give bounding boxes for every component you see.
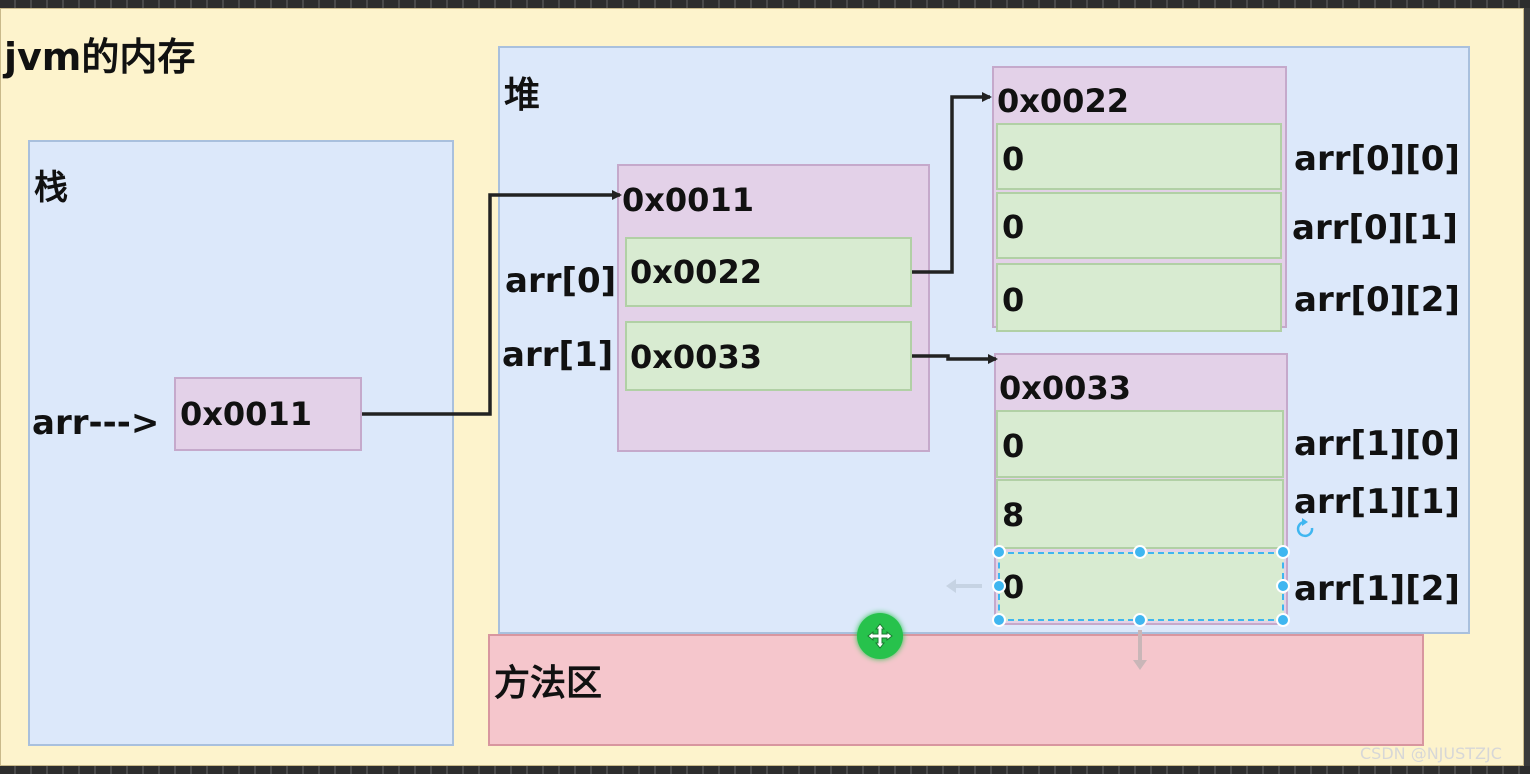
move-cursor-icon: [857, 613, 903, 659]
inner-0-cell-1-value: 0: [1002, 208, 1025, 246]
resize-handle-ne[interactable]: [1276, 545, 1290, 559]
resize-handle-s[interactable]: [1133, 613, 1147, 627]
outer-slot-0-label: arr[0]: [505, 261, 617, 301]
inner-0-cell-2[interactable]: [996, 263, 1282, 332]
inner-1-cell-0-value: 0: [1002, 427, 1025, 465]
arrow-stack-to-outer: [362, 190, 622, 416]
arrow-slot0-to-inner0: [912, 92, 992, 274]
inner-0-cell-1[interactable]: [996, 192, 1282, 259]
stack-var-value: 0x0011: [180, 395, 312, 433]
inner-0-cell-1-label: arr[0][1]: [1292, 208, 1458, 248]
inner-1-cell-2-value: 0: [1002, 568, 1025, 606]
inner-1-cell-0-label: arr[1][0]: [1294, 424, 1460, 464]
heap-title: 堆: [504, 75, 541, 116]
inner-array-0-address: 0x0022: [997, 82, 1129, 120]
watermark: CSDN @NJUSTZJC: [1360, 744, 1502, 763]
diagram-title: jvm的内存: [4, 35, 196, 79]
outer-array-address: 0x0011: [622, 181, 754, 219]
move-guide-left-head: [946, 579, 956, 593]
outer-slot-1[interactable]: [625, 321, 912, 391]
rotate-handle-icon: [1296, 520, 1314, 538]
resize-handle-n[interactable]: [1133, 545, 1147, 559]
stack-var-label: arr--->: [32, 403, 160, 443]
inner-0-cell-2-label: arr[0][2]: [1294, 280, 1460, 320]
inner-1-cell-1-value: 8: [1002, 496, 1025, 534]
outer-slot-0[interactable]: [625, 237, 912, 307]
inner-1-cell-2-label: arr[1][2]: [1294, 569, 1460, 609]
resize-handle-w[interactable]: [992, 579, 1006, 593]
inner-0-cell-0-value: 0: [1002, 140, 1025, 178]
inner-0-cell-0[interactable]: [996, 123, 1282, 190]
outer-slot-1-label: arr[1]: [502, 335, 614, 375]
method-area-title: 方法区: [494, 663, 603, 704]
outer-array-object[interactable]: [617, 164, 930, 452]
outer-slot-1-value: 0x0033: [630, 338, 762, 376]
inner-1-cell-0[interactable]: [996, 410, 1284, 478]
bottom-border: [0, 766, 1530, 774]
stack-var-box[interactable]: [174, 377, 362, 451]
inner-0-cell-2-value: 0: [1002, 281, 1025, 319]
move-guide-down-head: [1133, 660, 1147, 670]
method-area-region[interactable]: [488, 634, 1424, 746]
stack-title: 栈: [34, 168, 68, 208]
resize-handle-nw[interactable]: [992, 545, 1006, 559]
outer-slot-0-value: 0x0022: [630, 253, 762, 291]
resize-handle-se[interactable]: [1276, 613, 1290, 627]
resize-handle-sw[interactable]: [992, 613, 1006, 627]
top-border: [0, 0, 1530, 8]
inner-array-1-address: 0x0033: [999, 369, 1131, 407]
inner-1-cell-1-label: arr[1][1]: [1294, 482, 1460, 522]
arrow-slot1-to-inner1: [912, 354, 998, 364]
resize-handle-e[interactable]: [1276, 579, 1290, 593]
inner-0-cell-0-label: arr[0][0]: [1294, 139, 1460, 179]
